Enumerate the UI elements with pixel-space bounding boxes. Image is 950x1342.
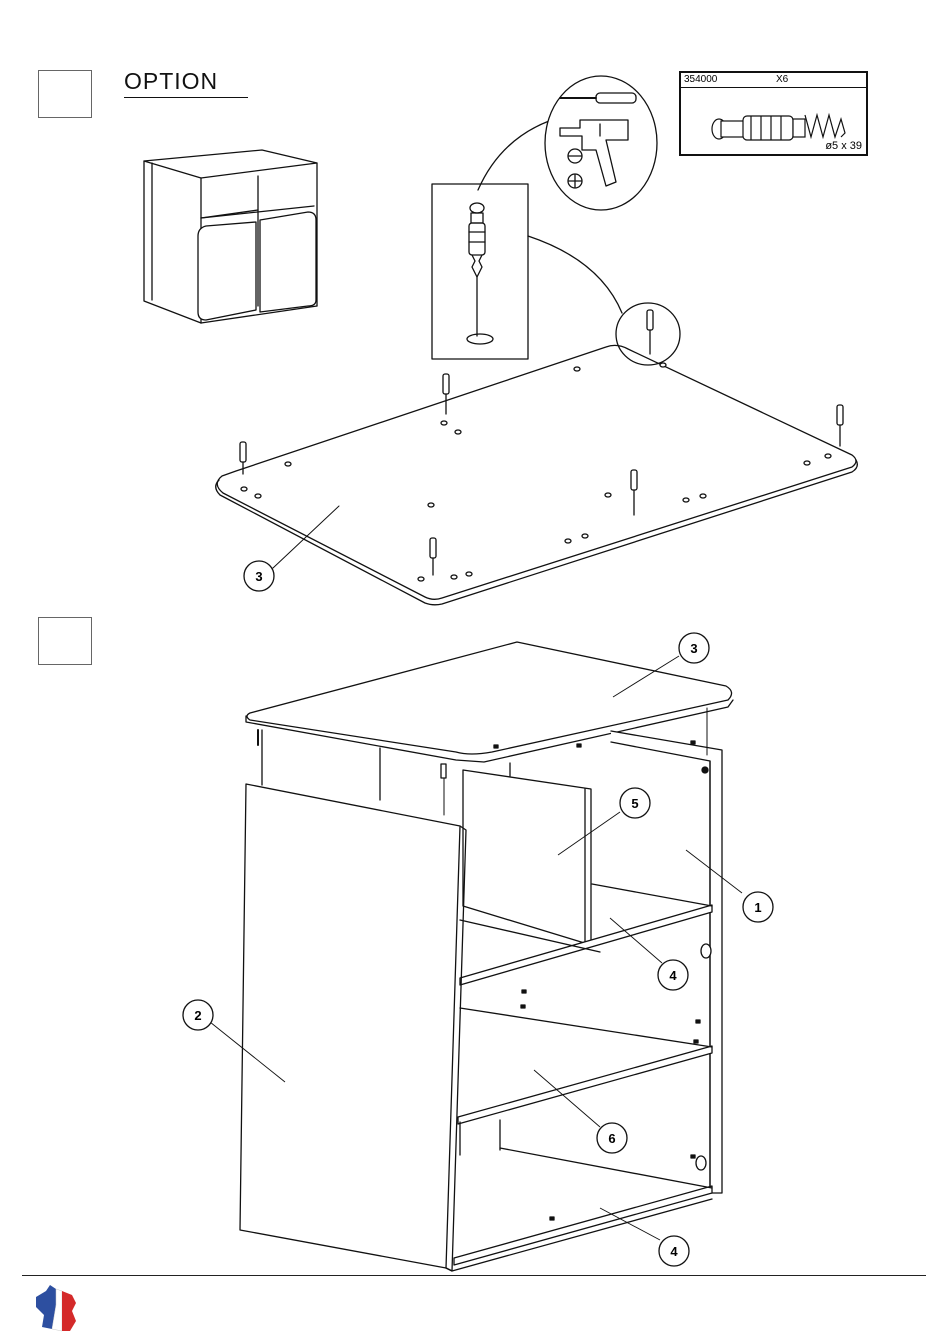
- footer-divider: [22, 1275, 926, 1276]
- cabinet-preview-illustration: [144, 150, 317, 323]
- callouts-upper: 3: [244, 561, 274, 591]
- cabinet-assembly: [240, 642, 733, 1271]
- callout-lower-4b: 4: [659, 1236, 689, 1266]
- svg-text:4: 4: [669, 968, 677, 983]
- callout-lower-3: 3: [679, 633, 709, 663]
- callout-lower-2: 2: [183, 1000, 213, 1030]
- callout-upper-3: 3: [244, 561, 274, 591]
- phillips-head-icon: [568, 174, 582, 188]
- leader-to-tools: [478, 121, 549, 190]
- callout-lower-5: 5: [620, 788, 650, 818]
- svg-text:1: 1: [754, 900, 761, 915]
- svg-text:2: 2: [194, 1008, 201, 1023]
- svg-text:4: 4: [670, 1244, 678, 1259]
- top-panel-underside: [216, 345, 858, 604]
- svg-text:3: 3: [690, 641, 697, 656]
- callout-lower-6: 6: [597, 1123, 627, 1153]
- svg-text:5: 5: [631, 796, 638, 811]
- france-map-icon: [36, 1285, 76, 1331]
- svg-text:6: 6: [608, 1131, 615, 1146]
- callout-lower-1: 1: [743, 892, 773, 922]
- svg-text:3: 3: [255, 569, 262, 584]
- leader-to-circle: [528, 236, 622, 313]
- callout-lower-4a: 4: [658, 960, 688, 990]
